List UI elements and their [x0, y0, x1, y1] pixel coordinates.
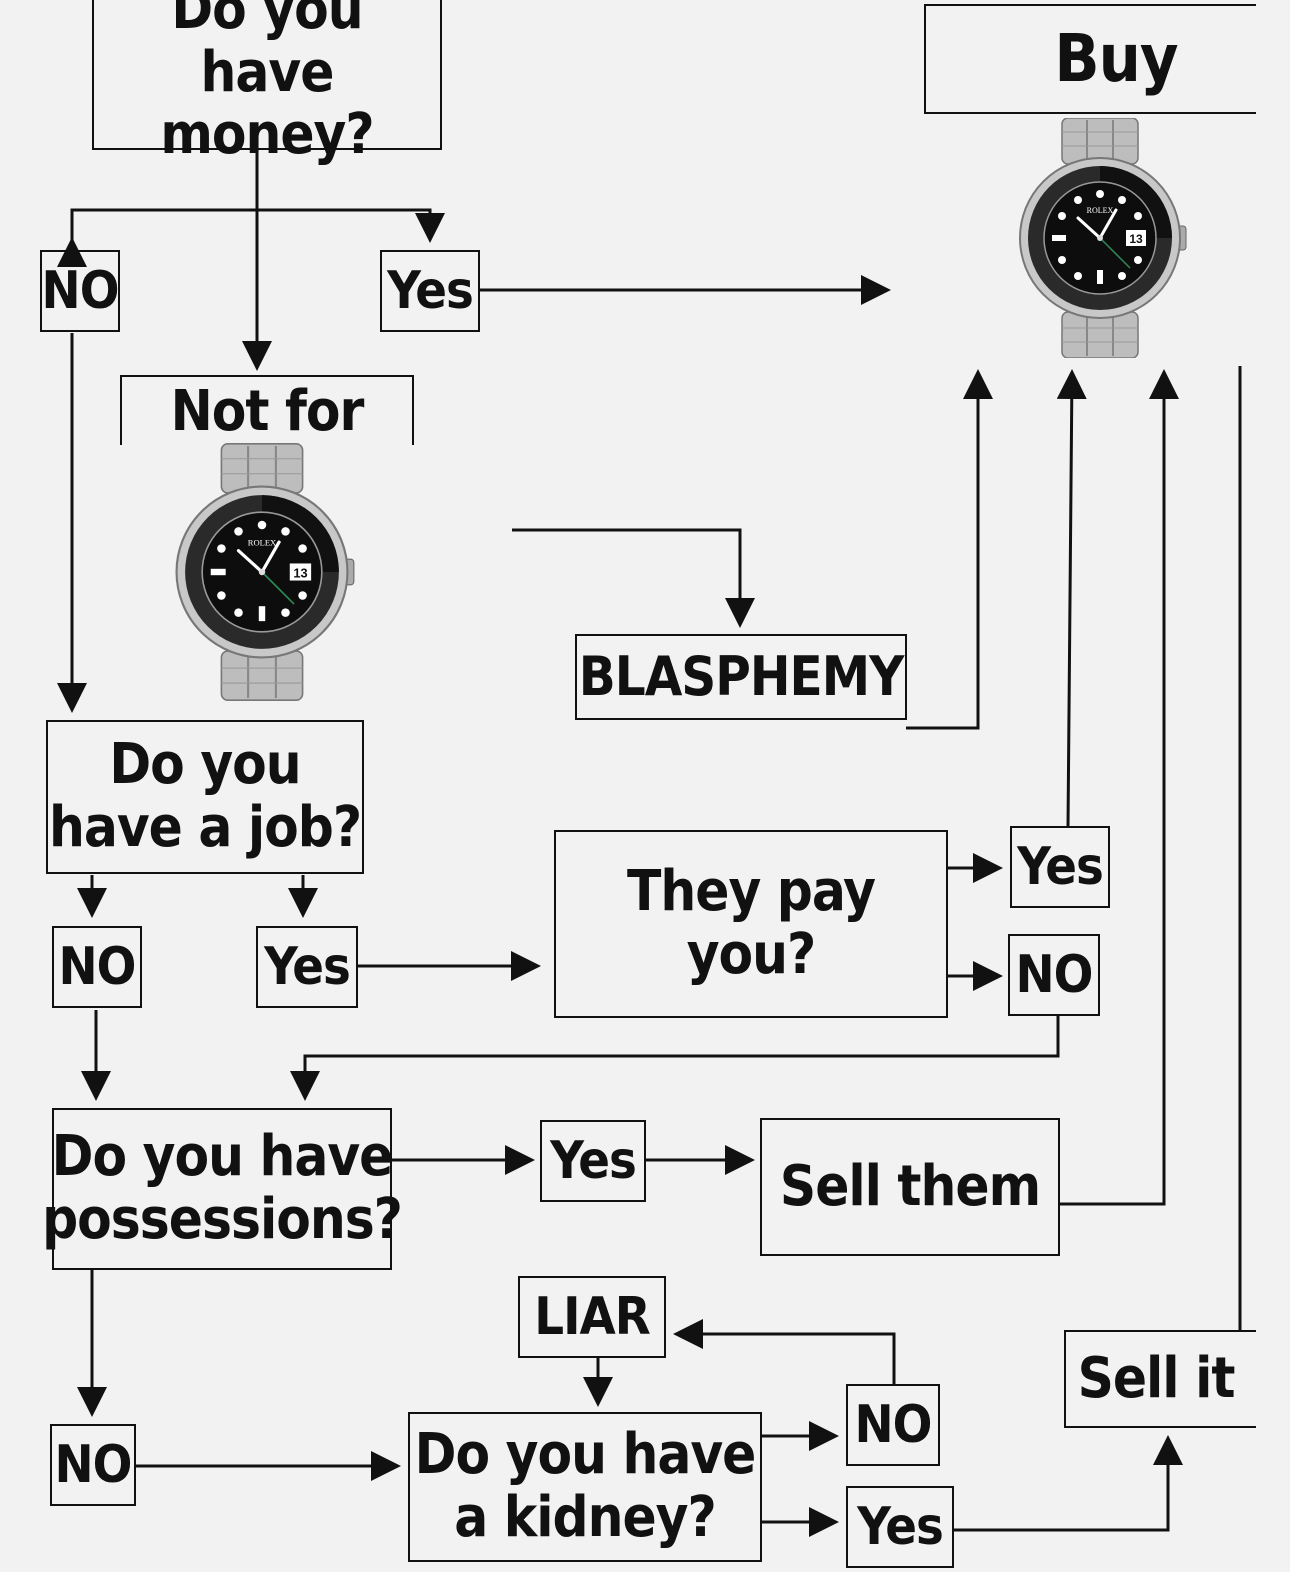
answer-pay-no: NO — [1008, 934, 1100, 1016]
answer-possessions-yes: Yes — [540, 1120, 646, 1202]
question-have-possessions: Do you have possessions? — [42, 1108, 403, 1270]
action-sell-it: Sell it — [1064, 1330, 1256, 1428]
result-liar: LIAR — [518, 1276, 666, 1358]
luxury-watch-icon: 13 ROLEX — [1019, 118, 1187, 358]
result-buy: Buy — [924, 4, 1256, 114]
question-have-kidney: Do you have a kidney? — [408, 1412, 762, 1562]
answer-money-yes: Yes — [380, 250, 480, 332]
answer-job-no: NO — [52, 926, 142, 1008]
watch-bracelet-top — [220, 443, 304, 494]
luxury-watch-icon: 13 ROLEX — [175, 443, 355, 701]
answer-possessions-no: NO — [50, 1424, 136, 1506]
answer-job-yes: Yes — [256, 926, 358, 1008]
answer-pay-yes: Yes — [1010, 826, 1110, 908]
label-not-for: Not for — [120, 375, 414, 445]
question-have-job: Do you have a job? — [46, 720, 364, 874]
svg-text:ROLEX: ROLEX — [1087, 206, 1114, 215]
svg-text:13: 13 — [1129, 232, 1143, 246]
svg-text:ROLEX: ROLEX — [248, 537, 276, 547]
watch-bracelet-bottom — [1061, 311, 1139, 358]
answer-money-no: NO — [40, 250, 120, 332]
question-have-money: Do you have money? — [92, 0, 442, 166]
answer-kidney-yes: Yes — [846, 1486, 954, 1568]
action-sell-them: Sell them — [760, 1118, 1060, 1256]
question-they-pay-you: They pay you? — [554, 830, 948, 1018]
svg-text:13: 13 — [293, 565, 307, 580]
result-blasphemy: BLASPHEMY — [575, 634, 907, 720]
watch-bracelet-top — [1061, 118, 1139, 165]
answer-kidney-no: NO — [846, 1384, 940, 1466]
